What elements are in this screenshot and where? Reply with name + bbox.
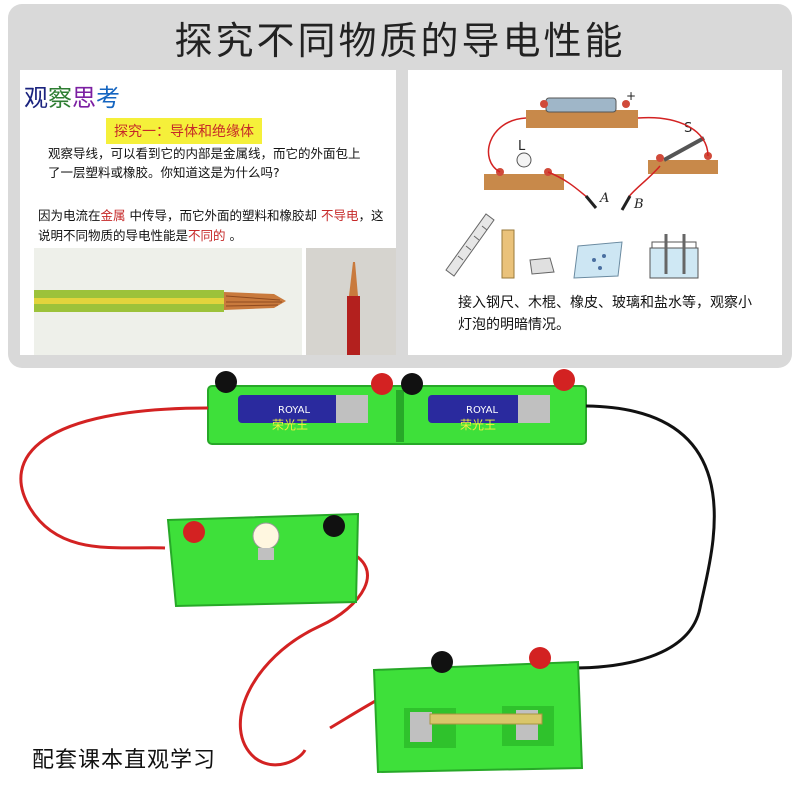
conclusion-part: 中传导，而它外面的塑料和橡胶却	[125, 208, 321, 223]
terminal-red-icon	[371, 373, 393, 395]
black-wire	[571, 404, 716, 670]
svg-text:+: +	[626, 89, 636, 103]
switch-blade-icon	[429, 713, 543, 725]
label-s: S	[684, 121, 692, 136]
blank-nonconductive: 不导电	[320, 208, 359, 223]
terminal-black-icon	[323, 515, 345, 537]
circuit-kit-photo: ROYAL ROYAL 荣光王 荣光王	[19, 369, 716, 774]
label-b: B	[633, 197, 644, 212]
conclusion-part: 因为电流在	[38, 208, 101, 223]
conductor-insulator-card: 观察思考 探究一：导体和绝缘体 观察导线，可以看到它的内部是金属线，而它的外面包…	[20, 70, 396, 355]
terminal-red-icon	[183, 521, 205, 543]
heading-char: 观	[24, 84, 48, 112]
wire-photos	[34, 248, 396, 355]
wire-observation-text: 观察导线，可以看到它的内部是金属线，而它的外面包上了一层塑料或橡胶。你知道这是为…	[48, 146, 361, 180]
battery-brand: ROYAL	[466, 405, 498, 416]
salt-water-beaker-icon	[649, 234, 699, 279]
label-l: L	[518, 139, 526, 154]
heading-char: 思	[72, 84, 96, 112]
terminal-red-icon	[529, 647, 551, 669]
battery-icon	[545, 97, 617, 113]
bottom-caption: 配套课本直观学习	[32, 748, 217, 773]
battery-1-icon	[238, 395, 368, 423]
red-wire-1	[19, 406, 209, 550]
switch-board	[372, 647, 584, 774]
bulb-icon	[516, 152, 532, 168]
instruction-text: 接入钢尺、木棍、橡皮、玻璃和盐水等，观察小灯泡的明暗情况。	[458, 295, 752, 333]
glass-plate-icon	[573, 241, 623, 279]
battery-board	[526, 110, 638, 128]
circuit-diagram-card: + S L A B	[408, 70, 782, 355]
conclusion-part: ，这说明不同物质的导电性能是	[38, 208, 384, 243]
red-wire-2	[238, 548, 369, 767]
conclusion-text: 因为电流在金属 中传导，而它外面的塑料和橡胶却 不导电，这说明不同物质的导电性能…	[38, 206, 388, 246]
conclusion-part: 。	[225, 228, 243, 243]
wire-red-icon	[487, 117, 527, 173]
test-circuit-diagram: + S L A B	[445, 89, 718, 279]
terminal-black-icon	[401, 373, 423, 395]
battery-cn-label: 荣光王	[460, 418, 496, 432]
probe-a-icon	[584, 195, 598, 209]
terminal-black-icon	[431, 651, 453, 673]
battery-holder: ROYAL ROYAL 荣光王 荣光王	[207, 369, 587, 445]
wooden-stick-icon	[501, 229, 515, 279]
terminal-black-icon	[215, 371, 237, 393]
blank-different: 不同的	[188, 228, 226, 243]
bulb-icon	[252, 522, 280, 550]
switch-lever-icon	[663, 136, 705, 162]
green-yellow-wire-image	[34, 290, 286, 312]
terminal-red-icon	[553, 369, 575, 391]
lamp-board	[484, 174, 564, 190]
page-title: 探究不同物质的导电性能	[174, 19, 626, 63]
switch-board	[648, 160, 718, 174]
probe-one-label: 探究一：导体和绝缘体	[106, 118, 262, 144]
observe-think-heading: 观察思考	[24, 78, 120, 113]
steel-ruler-icon	[445, 213, 495, 277]
red-wire-image	[347, 262, 360, 355]
heading-char: 考	[96, 84, 120, 112]
battery-brand: ROYAL	[278, 405, 310, 416]
label-a: A	[599, 191, 609, 206]
heading-char: 察	[48, 84, 72, 112]
blank-metal: 金属	[100, 208, 126, 223]
eraser-icon	[529, 257, 555, 275]
probe-b-icon	[620, 195, 632, 211]
lamp-board	[166, 512, 360, 608]
battery-cn-label: 荣光王	[272, 418, 308, 432]
